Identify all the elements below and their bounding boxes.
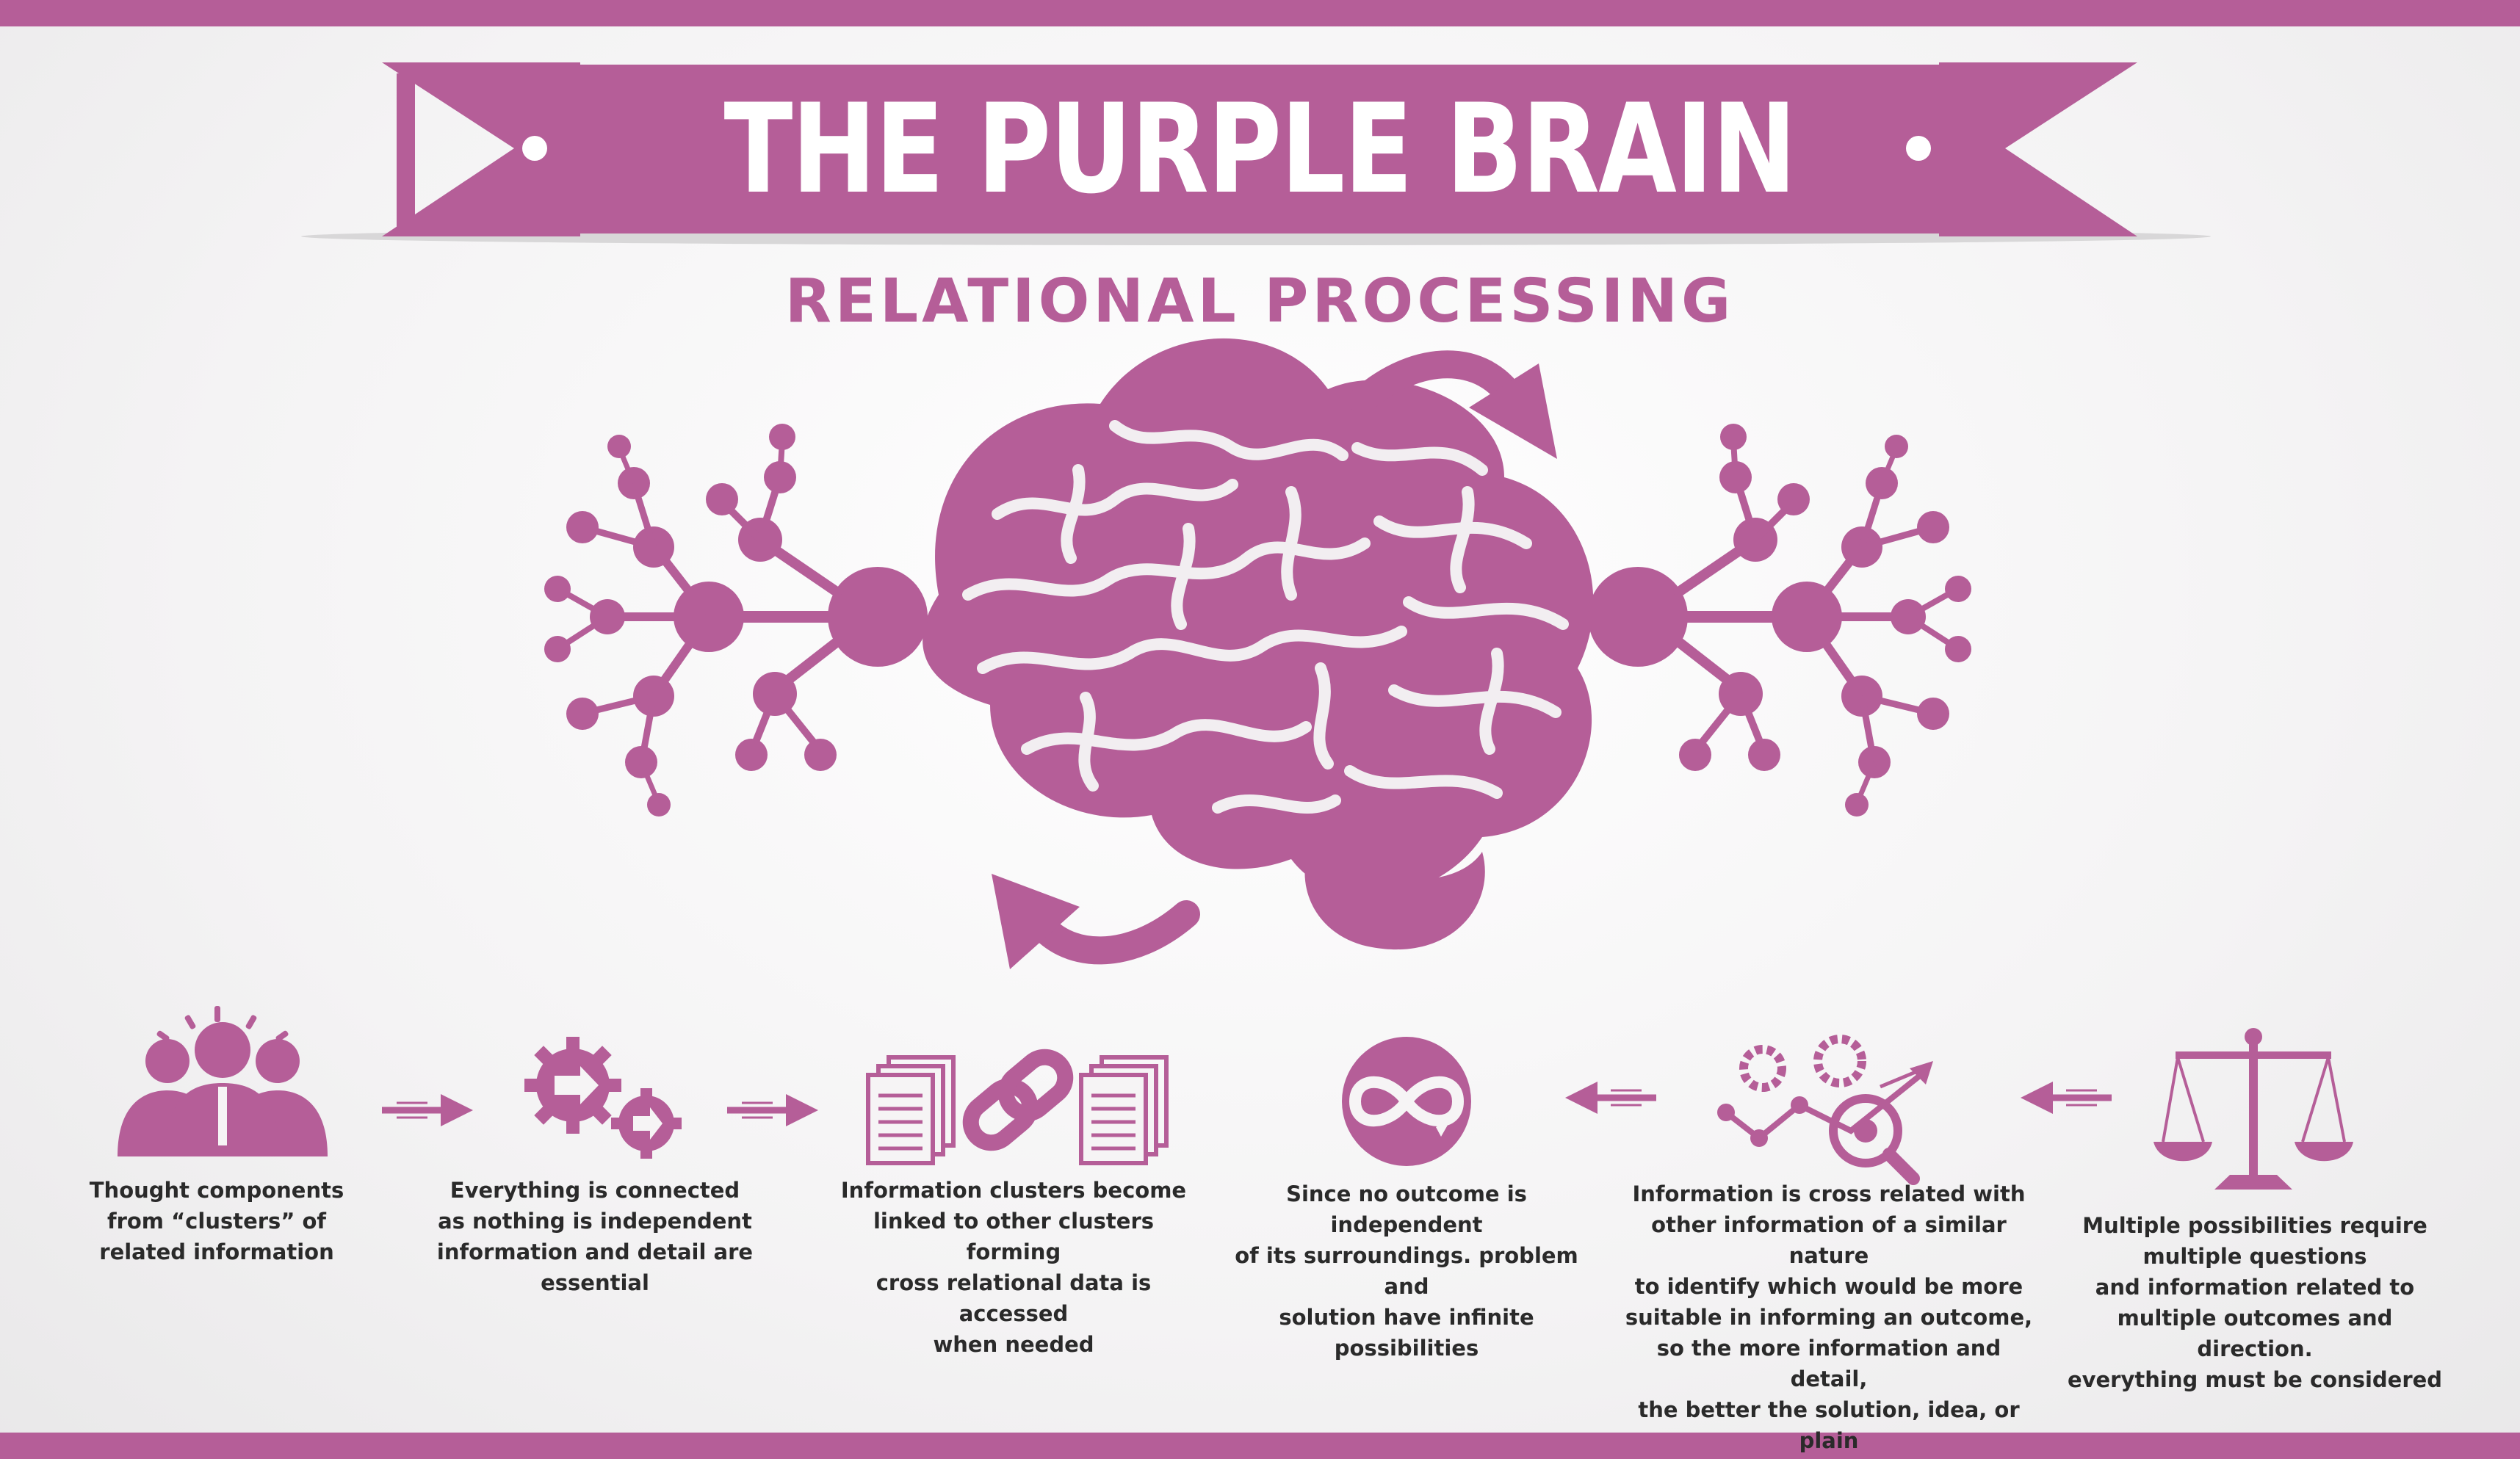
flow-arrow-4 <box>2021 1082 2112 1114</box>
banner-dot-right <box>1906 136 1931 161</box>
page-title: THE PURPLE BRAIN <box>723 77 1797 221</box>
step-caption-6: Multiple possibilities require multiple … <box>2067 1213 2443 1392</box>
gears-analysis-icon <box>1717 1035 1933 1185</box>
step-caption-2: Everything is connected as nothing is in… <box>436 1178 754 1295</box>
title-banner <box>301 62 2211 245</box>
cycle-arrow-top-icon <box>1349 350 1557 459</box>
brain-icon <box>923 338 1594 950</box>
step-caption-5: Information is cross related with other … <box>1625 1181 2033 1453</box>
neuron-right-icon <box>1588 424 1971 817</box>
infinity-icon <box>1342 1037 1471 1166</box>
documents-link-icon <box>866 1049 1169 1165</box>
top-border-bar <box>0 0 2520 26</box>
flow-arrow-1 <box>382 1094 473 1126</box>
page-subtitle: RELATIONAL PROCESSING <box>784 266 1735 336</box>
people-cluster-icon <box>118 1006 328 1156</box>
scales-icon <box>2153 1028 2353 1190</box>
flow-arrow-2 <box>727 1094 818 1126</box>
flow-arrow-3 <box>1565 1082 1656 1114</box>
bottom-border-bar <box>0 1433 2520 1459</box>
step-caption-4: Since no outcome is independent of its s… <box>1235 1181 1578 1361</box>
banner-dot-left <box>522 136 547 161</box>
neuron-left-icon <box>544 424 928 817</box>
step-caption-3: Information clusters become linked to ot… <box>840 1178 1187 1357</box>
gears-icon <box>524 1037 682 1159</box>
step-caption-1: Thought components from “clusters” of re… <box>89 1178 344 1264</box>
cycle-arrow-bottom-icon <box>992 874 1200 969</box>
